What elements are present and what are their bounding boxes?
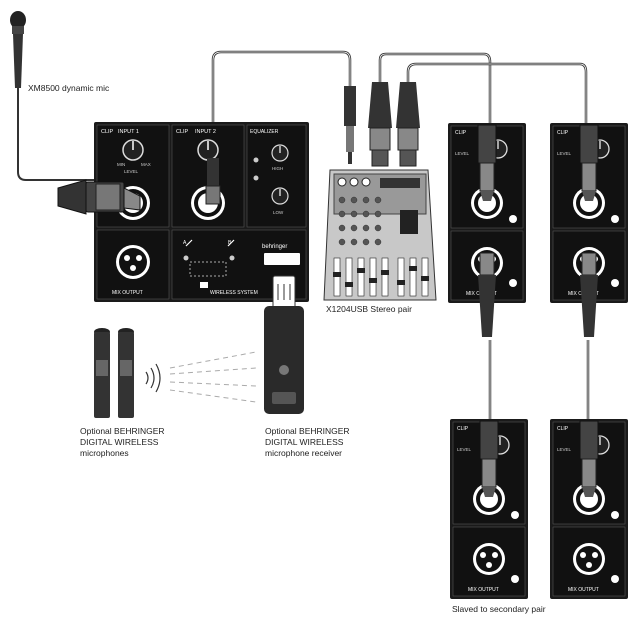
wireless-receiver-line-3: microphone receiver bbox=[265, 448, 343, 458]
jack-plug-mixer-icon bbox=[344, 86, 356, 164]
xlr-cable-right bbox=[406, 62, 588, 130]
low-label: LOW bbox=[273, 210, 284, 215]
speaker-clip-label: CLIP bbox=[557, 130, 569, 136]
xlr-plug-speaker-input-icon bbox=[479, 420, 499, 497]
wireless-receiver-line-1: Optional BEHRINGER bbox=[265, 426, 350, 436]
input2-label: INPUT 2 bbox=[195, 129, 216, 135]
max-label-1: MAX bbox=[141, 162, 151, 167]
xlr-plug-mixer-left-icon bbox=[368, 82, 392, 167]
speaker-mix-output-label: MIX OUTPUT bbox=[568, 587, 599, 593]
wireless-mics-line-2: DIGITAL WIRELESS bbox=[80, 437, 159, 447]
min-label-1: MIN bbox=[117, 162, 125, 167]
mix-output-label-main: MIX OUTPUT bbox=[112, 290, 143, 296]
xlr-plug-mixer-right-icon bbox=[396, 82, 420, 167]
wireless-microphones-icon bbox=[94, 328, 134, 418]
main-amp-panel: CLIP INPUT 1 CLIP INPUT 2 EQUALIZER MIN … bbox=[57, 122, 309, 302]
speaker-panel-bottom-left: CLIP LEVEL MIX OUTPUT bbox=[450, 419, 528, 599]
xlr-plug-speaker-output-icon bbox=[580, 252, 598, 337]
level-label-1: LEVEL bbox=[124, 169, 139, 174]
speaker-level-label: LEVEL bbox=[457, 447, 472, 452]
xlr-plug-speaker-input-icon bbox=[579, 124, 599, 201]
wireless-receiver-label: Optional BEHRINGER DIGITAL WIRELESS micr… bbox=[265, 426, 350, 459]
slaved-label: Slaved to secondary pair bbox=[452, 604, 546, 614]
speaker-clip-label: CLIP bbox=[557, 426, 569, 432]
clip-label-2: CLIP bbox=[176, 129, 189, 135]
speaker-clip-label: CLIP bbox=[455, 130, 467, 136]
wireless-receiver-icon bbox=[264, 275, 304, 414]
speaker-level-label: LEVEL bbox=[557, 151, 572, 156]
mixer-icon bbox=[323, 82, 437, 301]
signal-lines bbox=[169, 351, 257, 403]
speaker-clip-label: CLIP bbox=[457, 426, 469, 432]
speaker-level-label: LEVEL bbox=[557, 447, 572, 452]
wireless-mics-line-1: Optional BEHRINGER bbox=[80, 426, 165, 436]
wireless-receiver-line-2: DIGITAL WIRELESS bbox=[265, 437, 344, 447]
mic-label: XM8500 dynamic mic bbox=[28, 83, 110, 93]
wireless-system-label: WIRELESS SYSTEM bbox=[210, 290, 258, 296]
b-label: B bbox=[228, 240, 232, 246]
a-label: A bbox=[183, 240, 187, 246]
xlr-plug-speaker-input-icon bbox=[579, 420, 599, 497]
speaker-level-label: LEVEL bbox=[455, 151, 470, 156]
speaker-panel-bottom-right: CLIP LEVEL MIX OUTPUT bbox=[550, 419, 628, 599]
jack-plug-input2-icon bbox=[205, 158, 221, 205]
wireless-mics-line-3: microphones bbox=[80, 448, 129, 458]
input1-label: INPUT 1 bbox=[118, 129, 139, 135]
speaker-mix-output-label: MIX OUTPUT bbox=[468, 587, 499, 593]
mixer-label: X1204USB Stereo pair bbox=[326, 304, 412, 314]
signal-waves-icon bbox=[145, 363, 161, 393]
high-label: HIGH bbox=[272, 166, 283, 171]
clip-label-1: CLIP bbox=[101, 129, 114, 135]
brand-label: behringer bbox=[262, 244, 287, 250]
equalizer-label: EQUALIZER bbox=[250, 129, 279, 135]
dynamic-mic-icon bbox=[10, 11, 26, 88]
wireless-mics-label: Optional BEHRINGER DIGITAL WIRELESS micr… bbox=[80, 426, 165, 459]
xlr-cable-left bbox=[378, 52, 492, 130]
xlr-plug-speaker-output-icon bbox=[478, 252, 496, 337]
xlr-plug-input1-icon bbox=[57, 179, 141, 215]
xlr-plug-speaker-input-icon bbox=[477, 124, 497, 201]
